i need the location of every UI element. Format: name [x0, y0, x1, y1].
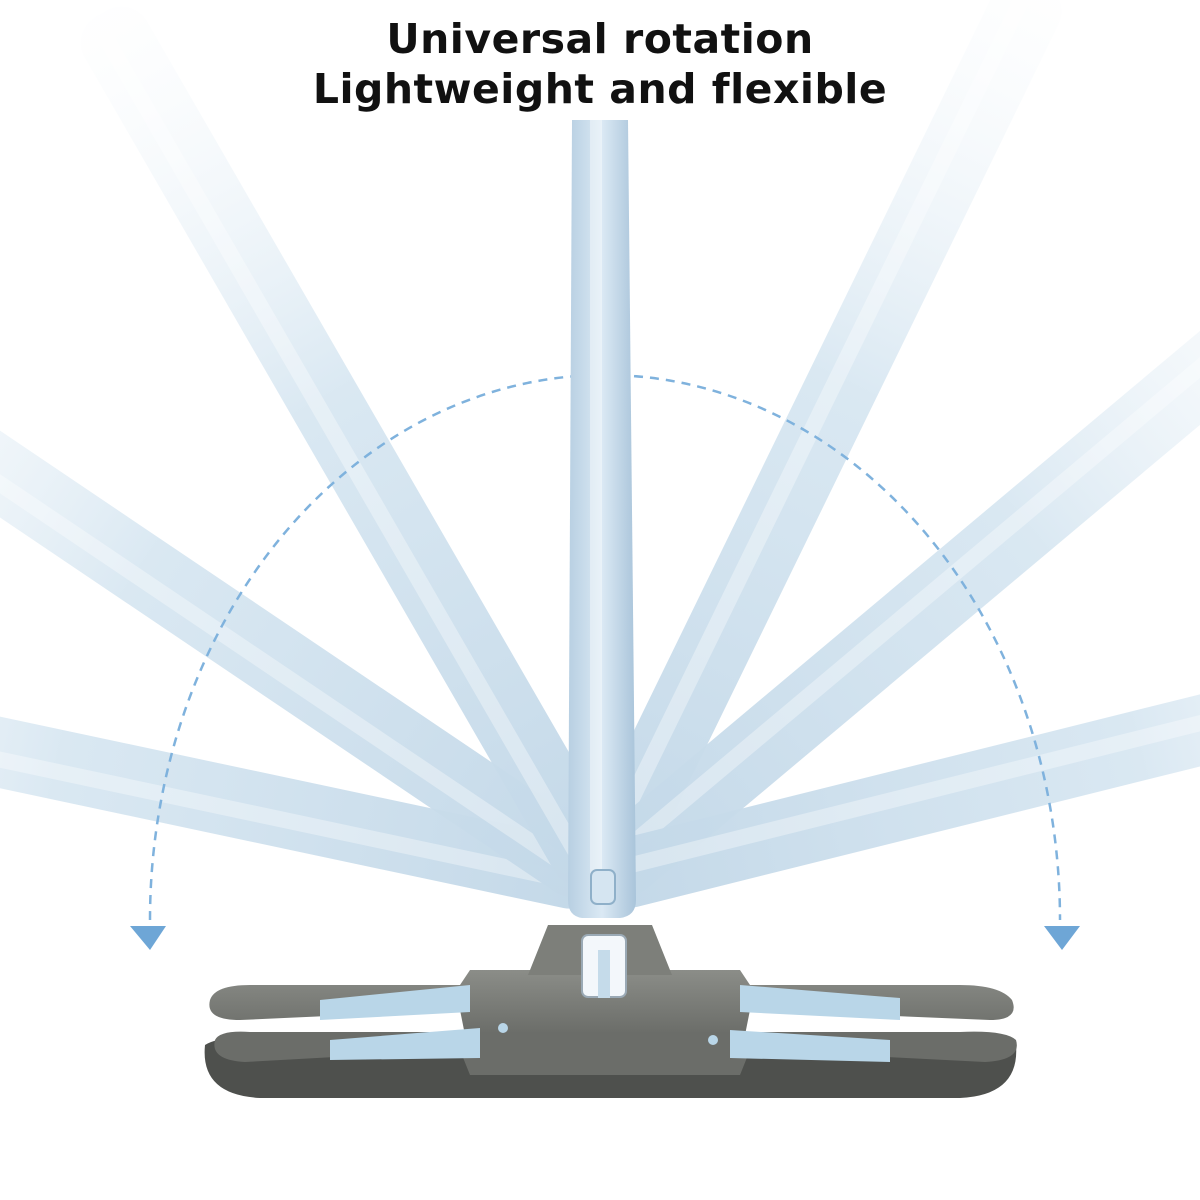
ghost-handle-far-left — [0, 643, 602, 909]
ghost-handle-far-right — [596, 610, 1200, 908]
headline: Universal rotation Lightweight and flexi… — [0, 14, 1200, 114]
ghost-handle-mid-right — [589, 222, 1200, 897]
headline-line-1: Universal rotation — [386, 15, 814, 63]
release-button-icon — [590, 869, 616, 905]
ghost-handle-near-right — [578, 0, 1062, 887]
ghost-handle-mid-left — [0, 301, 610, 898]
arrow-down-left-icon — [130, 926, 166, 950]
arrow-down-right-icon — [1044, 926, 1080, 950]
headline-line-2: Lightweight and flexible — [312, 65, 888, 113]
mop-head — [204, 925, 1017, 1098]
ghost-handles — [0, 0, 1200, 909]
main-handle — [568, 120, 636, 918]
ghost-handle-near-left — [80, 6, 622, 888]
